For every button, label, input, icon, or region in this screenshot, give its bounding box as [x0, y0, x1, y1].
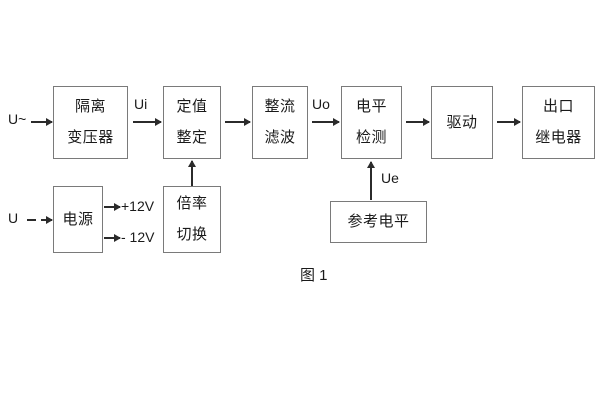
block-reference-level-line1: 参考电平 [347, 213, 410, 231]
rail-negative-label: - 12V [121, 229, 155, 245]
arrow-ratio-switch-to-setting-value [191, 161, 193, 186]
signal-uo-label: Uo [312, 96, 330, 112]
block-power-supply: 电源 [53, 186, 103, 253]
arrow-input-ac-to-isolation-transformer [31, 121, 52, 123]
figure-caption: 图 1 [300, 267, 328, 284]
signal-ue-label: Ue [381, 170, 399, 186]
block-level-detection-line2: 检测 [355, 129, 387, 146]
block-isolation-transformer: 隔离 变压器 [53, 86, 128, 159]
arrow-reference-level-to-level-detection [370, 162, 372, 200]
arrow-rectify-filter-to-level-detection [312, 121, 339, 123]
block-setting-value: 定值 整定 [163, 86, 221, 159]
block-output-relay: 出口 继电器 [522, 86, 595, 159]
block-rectify-filter-line1: 整流 [264, 98, 296, 116]
block-setting-value-line1: 定值 [176, 98, 208, 116]
block-isolation-transformer-line2: 变压器 [67, 129, 114, 146]
block-level-detection-line1: 电平 [355, 98, 387, 116]
block-power-supply-line1: 电源 [62, 210, 94, 228]
block-drive: 驱动 [431, 86, 493, 159]
input-ac-label: U~ [8, 111, 27, 127]
block-ratio-switch: 倍率 切换 [163, 186, 221, 253]
block-isolation-transformer-line1: 隔离 [74, 98, 106, 116]
block-setting-value-line2: 整定 [176, 129, 208, 146]
block-output-relay-line1: 出口 [542, 98, 574, 116]
block-ratio-switch-line2: 切换 [176, 226, 208, 243]
block-level-detection: 电平 检测 [341, 86, 402, 159]
arrow-drive-to-output-relay [497, 121, 520, 123]
arrow-power-supply-rail-negative [104, 237, 120, 239]
input-dc-dash-segment [27, 219, 36, 221]
block-output-relay-line2: 继电器 [535, 129, 582, 146]
block-reference-level: 参考电平 [330, 201, 427, 243]
block-ratio-switch-line1: 倍率 [176, 195, 208, 213]
arrow-isolation-transformer-to-setting-value [133, 121, 161, 123]
arrow-input-dc-to-power-supply [41, 219, 52, 221]
arrow-setting-value-to-rectify-filter [225, 121, 250, 123]
block-rectify-filter: 整流 滤波 [252, 86, 308, 159]
input-dc-label: U [8, 210, 19, 226]
rail-positive-label: +12V [121, 198, 155, 214]
block-rectify-filter-line2: 滤波 [264, 129, 296, 146]
arrow-level-detection-to-drive [406, 121, 429, 123]
block-drive-line1: 驱动 [446, 113, 478, 131]
signal-ui-label: Ui [134, 96, 148, 112]
arrow-power-supply-rail-positive [104, 206, 120, 208]
